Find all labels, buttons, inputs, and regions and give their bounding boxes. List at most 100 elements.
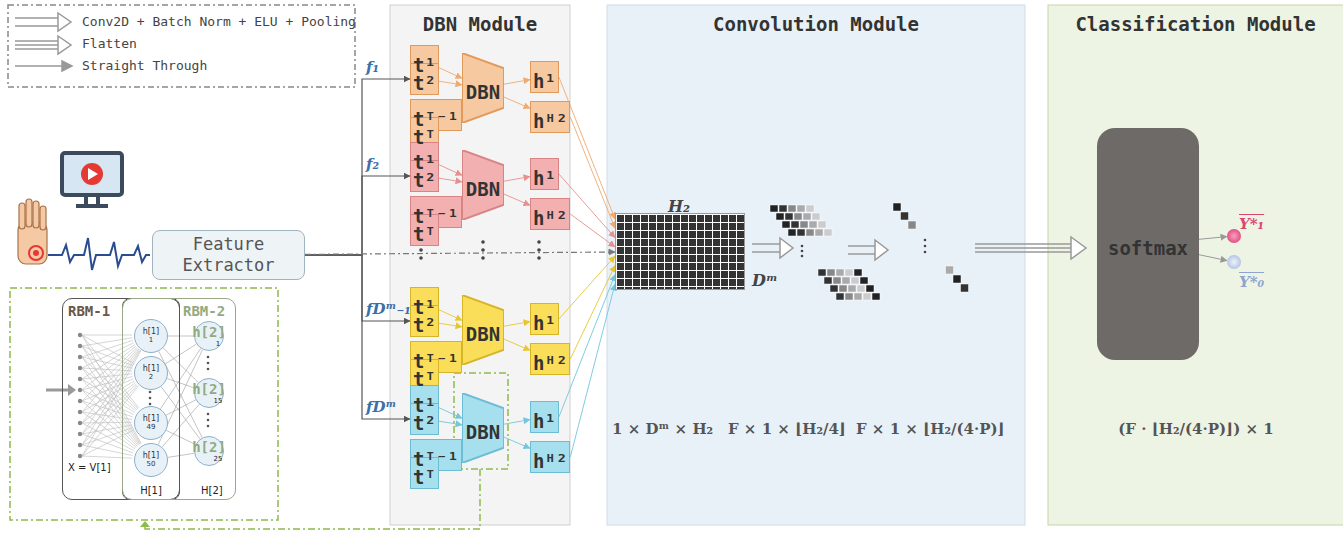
feature-map-cell (770, 205, 778, 212)
node-label: H[1] (140, 485, 162, 496)
connector (1199, 237, 1227, 240)
ellipsis-dot (149, 403, 152, 406)
node-label: h¹ (533, 62, 556, 92)
node-label: h¹ (533, 402, 556, 432)
ellipsis-dot (207, 419, 210, 422)
pooled-cell (961, 284, 969, 292)
input-node (78, 443, 82, 447)
node-label: softmax (1108, 229, 1188, 259)
input-link (82, 412, 135, 449)
ellipsis-dot (419, 256, 423, 260)
ellipsis-dot (207, 356, 210, 359)
node-label: 1 (149, 337, 153, 345)
node-label: Y*₁ (1239, 207, 1264, 233)
connector (504, 80, 530, 85)
node-label: RBM-1 (68, 303, 179, 319)
node-label: H₂ (668, 189, 690, 216)
input-link (82, 347, 137, 401)
node-label: Feature Extractor (157, 234, 300, 277)
node-label: Dᵐ (752, 271, 778, 290)
connector (305, 255, 410, 419)
trapezoid-outline (462, 295, 504, 365)
node-label: h¹ (533, 159, 556, 189)
dimension-label: (F · ⌊H₂/(4·P)⌋) × 1 (1118, 420, 1274, 438)
ellipsis-dot (481, 240, 485, 244)
output-box: h¹ (530, 401, 559, 433)
feature-map-cell (806, 229, 814, 236)
feature-map-cell (818, 221, 826, 228)
connector (439, 68, 462, 79)
feature-map-cell (809, 221, 817, 228)
token-box: t² (410, 160, 439, 192)
ellipsis-dot (801, 250, 804, 253)
node-label: tᵀ⁻¹ (413, 342, 459, 372)
input-node (78, 388, 82, 392)
node-label: tᵀ⁻¹ (413, 100, 459, 130)
legend-text: Flatten (82, 36, 137, 51)
node-label: h[2] (192, 381, 226, 397)
input-link (82, 335, 132, 336)
feature-map-cell (797, 205, 805, 212)
dbn-block: DBN (462, 295, 504, 365)
module-panel: Classification ModulesoftmaxY*₁Y*₀ (1048, 5, 1343, 525)
legend-box (8, 5, 355, 87)
input-link (82, 348, 138, 412)
softmax-box: softmax (1097, 128, 1199, 360)
node-label: 50 (147, 461, 156, 469)
node-label: t¹ (413, 386, 436, 416)
feature-map-cell (794, 213, 802, 220)
trapezoid-outline (462, 150, 504, 220)
node-label: 2 (149, 374, 153, 382)
feature-map-cell (815, 229, 823, 236)
input-link (82, 384, 137, 434)
connector (305, 176, 410, 255)
ellipsis-dot (207, 368, 210, 371)
input-node (78, 366, 82, 370)
ellipsis-dot (419, 248, 423, 252)
node-label: t² (413, 64, 436, 94)
ellipsis-dot (537, 240, 541, 244)
feature-map-cell (788, 205, 796, 212)
output-box: hᴴ² (530, 198, 570, 230)
connector (570, 214, 615, 247)
input-node (78, 355, 82, 359)
input-link (82, 351, 141, 456)
connector (439, 310, 462, 321)
node-label: DBN Module (390, 5, 570, 35)
node-label: DBN (466, 413, 500, 443)
node-label: tᵀ⁻¹ (413, 197, 459, 227)
connector (305, 255, 410, 321)
connector (168, 453, 194, 457)
connector (504, 322, 530, 327)
neuron-circle: h[1]49 (134, 406, 168, 440)
feature-map-cell (845, 269, 853, 276)
node-label: h¹ (533, 304, 556, 334)
edge-label: fDᵐ (366, 398, 396, 416)
connector (570, 265, 615, 359)
input-link (82, 343, 134, 368)
input-link (82, 349, 139, 423)
connector (305, 252, 615, 254)
output-circle: Y*₀ (1227, 255, 1241, 269)
connector (439, 421, 462, 425)
token-box: t² (410, 305, 439, 337)
node-label: hᴴ² (533, 344, 567, 374)
rbm-inset-frame (10, 288, 508, 529)
legend-text: Straight Through (82, 58, 207, 73)
pooled-cell (908, 221, 916, 229)
hand-icon (18, 199, 47, 264)
legend-text: Conv2D + Batch Norm + ELU + Pooling (82, 14, 356, 29)
input-link (82, 345, 135, 379)
feature-map-cell (836, 293, 844, 300)
dbn-block: DBN (462, 53, 504, 123)
feature-map-cell (857, 285, 865, 292)
input-node (78, 377, 82, 381)
feature-map-cell (818, 269, 826, 276)
output-box: h¹ (530, 158, 559, 190)
pooled-cell (893, 203, 901, 211)
node-label: tᵀ (413, 360, 436, 390)
feature-map-cell (812, 213, 820, 220)
output-circle: Y*₁ (1227, 229, 1241, 243)
ellipsis-dot (149, 397, 152, 400)
input-node (78, 333, 82, 337)
